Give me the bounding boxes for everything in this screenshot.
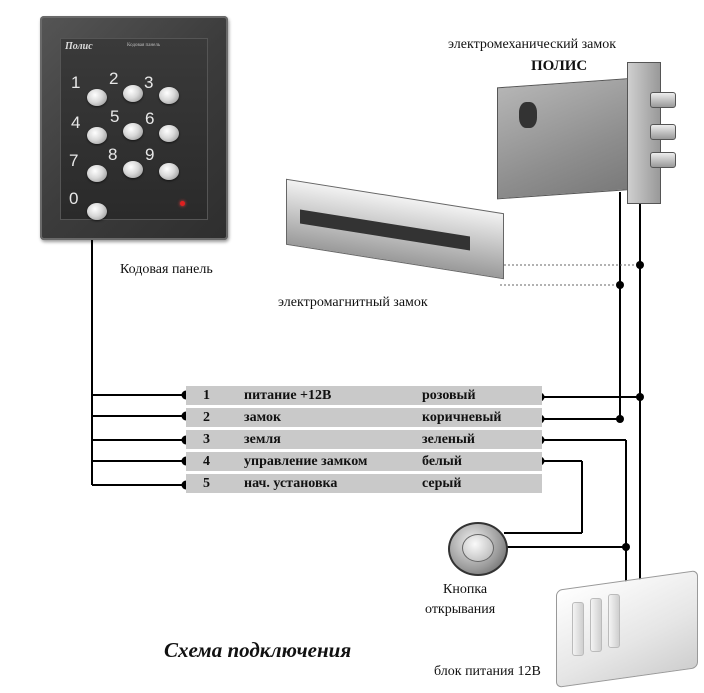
terminal-num: 4 <box>203 454 210 469</box>
key-button-0 <box>87 203 107 220</box>
key-button-9 <box>159 163 179 180</box>
terminal-num: 1 <box>203 388 210 403</box>
terminal-row-1 <box>186 386 542 405</box>
key-digit-5: 5 <box>110 107 120 126</box>
terminal-wire-color: белый <box>422 454 462 469</box>
key-digit-9: 9 <box>145 145 155 164</box>
key-button-2 <box>123 85 143 102</box>
terminal-row-3 <box>186 430 542 449</box>
open-button-caption-1: Кнопка <box>443 582 488 597</box>
terminal-wire-color: розовый <box>422 388 476 403</box>
keypad-caption: Кодовая панель <box>120 262 213 277</box>
terminal-function: питание +12В <box>244 388 332 403</box>
open-button-cap <box>462 534 494 562</box>
key-digit-8: 8 <box>108 145 118 164</box>
key-digit-7: 7 <box>69 151 79 170</box>
lock-bolt-icon <box>650 152 676 168</box>
terminal-function: нач. установка <box>244 476 338 491</box>
code-keypad: Полис Кодовая панель 1 2 3 4 5 6 7 8 9 0 <box>40 16 228 240</box>
mech-lock-brand: ПОЛИС <box>531 58 588 74</box>
psu-ridge <box>572 602 584 656</box>
key-button-4 <box>87 127 107 144</box>
terminal-row-4 <box>186 452 542 471</box>
terminal-function: управление замком <box>244 454 368 469</box>
terminal-wire-color: зеленый <box>422 432 475 447</box>
junction-bus-1 <box>636 393 644 401</box>
key-digit-1: 1 <box>71 73 81 92</box>
terminal-wire-color: серый <box>422 476 462 491</box>
diagram-title: Схема подключения <box>164 638 352 662</box>
psu-caption: блок питания 12В <box>434 664 541 679</box>
key-button-1 <box>87 89 107 106</box>
key-digit-0: 0 <box>69 189 79 208</box>
lock-cylinder-icon <box>519 102 537 128</box>
keypad-face: Полис Кодовая панель 1 2 3 4 5 6 7 8 9 0 <box>60 38 208 220</box>
key-button-7 <box>87 165 107 182</box>
terminal-num: 5 <box>203 476 210 491</box>
junction-mag-2 <box>616 281 624 289</box>
key-digit-3: 3 <box>144 73 154 92</box>
magnetic-lock-caption: электромагнитный замок <box>278 295 428 310</box>
terminal-num: 2 <box>203 410 210 425</box>
terminal-row-2 <box>186 408 542 427</box>
mech-lock-caption: электромеханический замок <box>448 37 617 52</box>
open-button-caption-2: открывания <box>425 602 496 617</box>
lock-bolt-icon <box>650 92 676 108</box>
terminal-row-5 <box>186 474 542 493</box>
terminal-num: 3 <box>203 432 210 447</box>
psu-ridge <box>608 594 620 648</box>
lock-bolt-icon <box>650 124 676 140</box>
key-button-5 <box>123 123 143 140</box>
terminal-wire-color: коричневый <box>422 410 502 425</box>
key-button-3 <box>159 87 179 104</box>
junction-bus-2 <box>616 415 624 423</box>
keypad-brand: Полис <box>65 41 93 52</box>
key-button-8 <box>123 161 143 178</box>
junction-ground <box>622 543 630 551</box>
key-digit-2: 2 <box>109 69 119 88</box>
key-button-6 <box>159 125 179 142</box>
terminal-function: земля <box>244 432 281 447</box>
key-digit-6: 6 <box>145 109 155 128</box>
psu-ridge <box>590 598 602 652</box>
junction-mag-1 <box>636 261 644 269</box>
keypad-model: Кодовая панель <box>127 43 161 48</box>
terminal-function: замок <box>244 410 282 425</box>
key-digit-4: 4 <box>71 113 81 132</box>
status-led <box>180 201 185 206</box>
